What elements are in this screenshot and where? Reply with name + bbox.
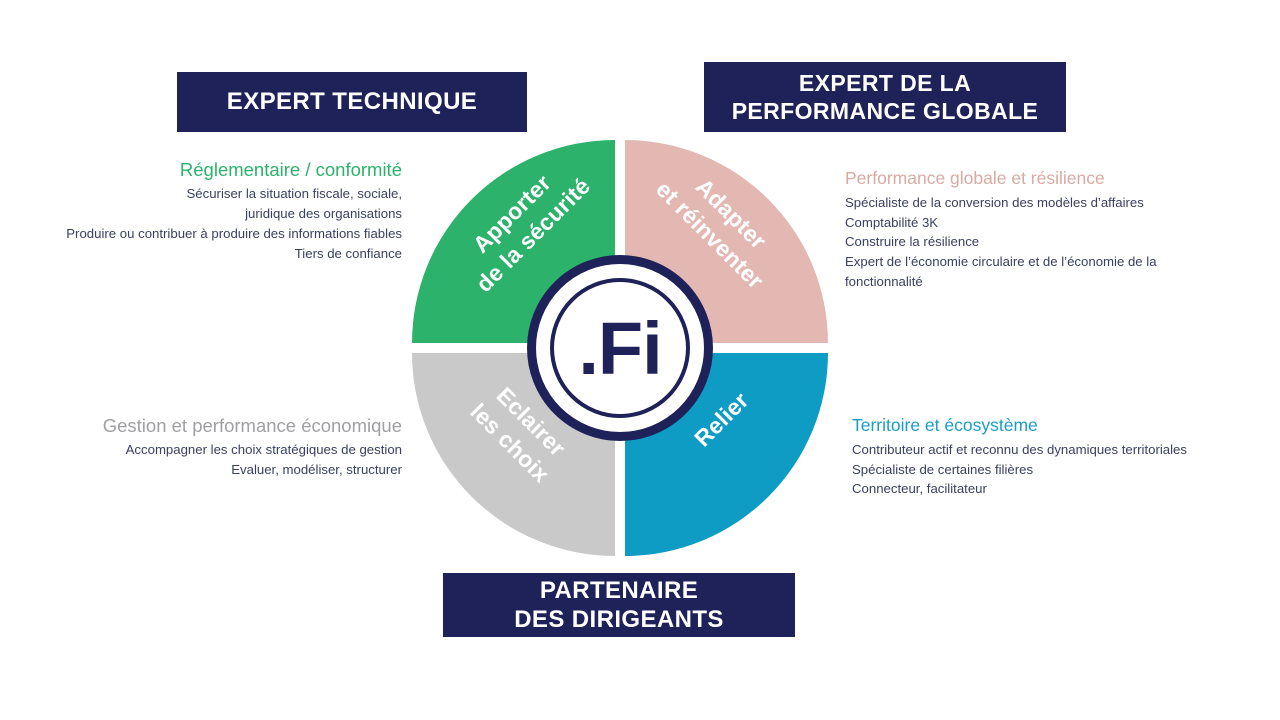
text-block-tl-item-2: juridique des organisations bbox=[245, 205, 402, 221]
banner-expert-performance-globale: EXPERT DE LA PERFORMANCE GLOBALE bbox=[704, 62, 1066, 132]
banner-partenaire-line1: PARTENAIRE bbox=[539, 576, 699, 604]
banner-partenaire-des-dirigeants: PARTENAIRE DES DIRIGEANTS bbox=[443, 573, 795, 637]
center-logo: .Fi bbox=[527, 255, 713, 441]
text-block-tl-heading: Réglementaire / conformité bbox=[179, 159, 402, 180]
banner-expert-technique: EXPERT TECHNIQUE bbox=[177, 72, 527, 132]
text-block-reglementaire-conformite: Réglementaire / conformité Sécuriser la … bbox=[10, 158, 402, 263]
banner-expert-performance-globale-line1: EXPERT DE LA bbox=[798, 69, 972, 96]
banner-expert-performance-globale-line2: PERFORMANCE GLOBALE bbox=[731, 98, 1039, 124]
text-block-tr-heading: Performance globale et résilience bbox=[845, 168, 1105, 188]
logo-inner-ring bbox=[550, 278, 690, 418]
text-block-tl-item-1: Sécuriser la situation fiscale, sociale, bbox=[186, 186, 403, 202]
text-block-tl-item-3: Produire ou contribuer à produire des in… bbox=[66, 225, 402, 241]
text-block-br-item-2: Spécialiste de certaines filières bbox=[852, 461, 1034, 477]
text-block-br-item-1: Contributeur actif et reconnu des dynami… bbox=[852, 441, 1187, 457]
text-block-bl-item-2: Evaluer, modéliser, structurer bbox=[231, 461, 402, 477]
text-block-tr-item-3: Construire la résilience bbox=[845, 234, 980, 250]
text-block-gestion-performance-economique: Gestion et performance économique Accomp… bbox=[30, 414, 402, 480]
text-block-tr-item-2: Comptabilité 3K bbox=[845, 214, 939, 230]
text-block-tl-item-4: Tiers de confiance bbox=[294, 245, 402, 261]
text-block-bl-item-1: Accompagner les choix stratégiques de ge… bbox=[125, 442, 402, 458]
text-block-performance-globale-resilience: Performance globale et résilience Spécia… bbox=[845, 168, 1205, 292]
quadrant-wheel bbox=[412, 140, 828, 556]
text-block-tr-item-4: Expert de l’économie circulaire et de l’… bbox=[845, 254, 1157, 290]
logo-text: .Fi bbox=[578, 307, 662, 390]
text-block-bl-heading: Gestion et performance économique bbox=[102, 415, 402, 436]
banner-partenaire-line2: DES DIRIGEANTS bbox=[514, 606, 724, 633]
banner-expert-technique-line1: EXPERT TECHNIQUE bbox=[226, 88, 478, 116]
text-block-br-item-3: Connecteur, facilitateur bbox=[852, 481, 987, 497]
text-block-tr-item-1: Spécialiste de la conversion des modèles… bbox=[845, 194, 1144, 210]
text-block-territoire-ecosysteme: Territoire et écosystème Contributeur ac… bbox=[852, 415, 1232, 499]
text-block-br-heading: Territoire et écosystème bbox=[852, 415, 1038, 435]
